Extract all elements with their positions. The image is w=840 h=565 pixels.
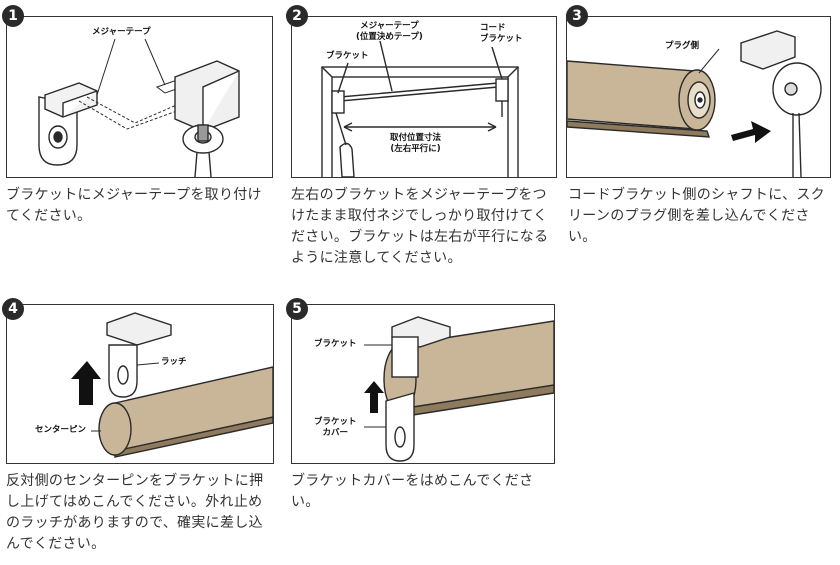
- step-1-number-badge: 1: [2, 5, 24, 27]
- step-3-push-arrow: [731, 121, 771, 143]
- step-5-label-bracket-cover-line1: ブラケット: [314, 417, 357, 427]
- step-2-label-cord-bracket-line2: ブラケット: [480, 34, 523, 44]
- step-4-caption: 反対側のセンターピンをブラケットに押し上げてはめこんでください。外れ止めのラッチ…: [6, 473, 264, 552]
- step-1-caption: ブラケットにメジャーテープを取り付けてください。: [6, 187, 262, 224]
- step-5-illustration: ブラケット ブラケット カバー: [291, 304, 555, 464]
- step-3-roller-insert-drawing: [567, 30, 822, 177]
- step-4-number-badge: 4: [2, 298, 24, 320]
- step-4-push-up-arrow: [71, 361, 101, 405]
- step-1: 1: [0, 0, 280, 280]
- step-2-label-mount-dimension-line1: 取付位置寸法: [390, 133, 442, 143]
- step-2-label-measure-tape: メジャーテープ (位置決めテープ): [356, 21, 423, 43]
- step-2-illustration: メジャーテープ (位置決めテープ) ブラケット コード ブラケット 取付位置寸法…: [291, 16, 557, 178]
- step-2: 2: [284, 0, 564, 290]
- step-5: 5 ブラケット ブラケット: [284, 290, 564, 565]
- step-1-label-measure-tape: メジャーテープ: [92, 27, 151, 37]
- step-2-label-mount-dimension-line2: (左右平行に): [390, 144, 441, 154]
- step-4-label-center-pin: センターピン: [35, 425, 87, 435]
- step-2-window-frame-drawing: [321, 40, 519, 177]
- step-4-center-pin-drawing: [71, 312, 273, 458]
- step-2-label-measure-tape-line1: メジャーテープ: [360, 21, 419, 31]
- step-5-caption: ブラケットカバーをはめこんでください。: [291, 473, 534, 510]
- step-3: 3 プラグ側 コードブラケット側: [566, 0, 840, 280]
- step-5-label-bracket-cover-line2: カバー: [322, 428, 349, 438]
- step-5-number-badge: 5: [286, 298, 308, 320]
- step-3-label-plug-side: プラグ側: [665, 41, 700, 51]
- step-2-label-mount-dimension: 取付位置寸法 (左右平行に): [390, 133, 441, 155]
- step-4-label-latch: ラッチ: [161, 357, 187, 367]
- step-2-number-badge: 2: [286, 5, 308, 27]
- step-2-label-cord-bracket: コード ブラケット: [480, 23, 523, 45]
- step-5-label-bracket-cover: ブラケット カバー: [314, 417, 357, 439]
- step-5-label-bracket: ブラケット: [314, 339, 357, 349]
- step-2-label-bracket: ブラケット: [326, 51, 369, 61]
- step-5-bracket-cover-drawing: [364, 316, 554, 462]
- step-1-illustration: メジャーテープ: [6, 16, 273, 178]
- step-1-bracket-tape-drawing: [38, 38, 240, 177]
- step-5-push-up-arrow: [364, 381, 384, 413]
- step-4: 4 ラッチ センターピン 反対側のセンターピンをブラケットに押し上げてはめこんで…: [0, 290, 280, 565]
- step-3-number-badge: 3: [566, 5, 588, 27]
- step-3-caption: コードブラケット側のシャフトに、スクリーンのプラグ側を差し込んでください。: [568, 187, 825, 245]
- step-2-label-cord-bracket-line1: コード: [480, 23, 506, 33]
- step-4-illustration: ラッチ センターピン: [6, 304, 274, 464]
- step-2-caption: 左右のブラケットをメジャーテープをつけたまま取付ネジでしっかり取付けてください。…: [291, 187, 549, 266]
- step-3-illustration: プラグ側: [566, 16, 831, 178]
- step-2-label-measure-tape-line2: (位置決めテープ): [356, 32, 423, 42]
